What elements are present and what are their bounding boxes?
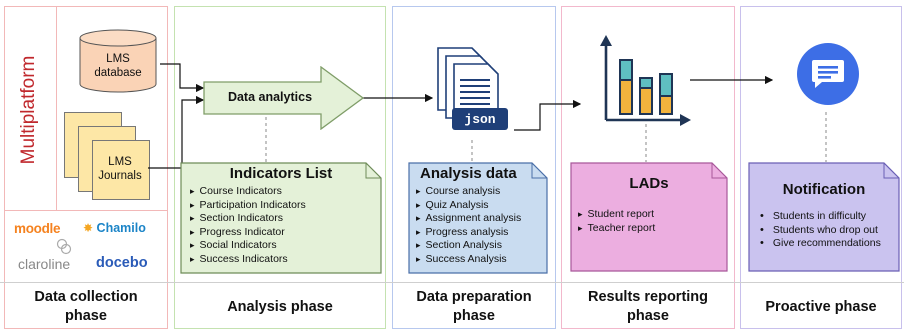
list-item: Progress analysis [416,226,544,240]
claroline-logo: claroline [18,256,71,272]
list-item: Course Indicators [190,185,376,199]
lads: LADs Student report Teacher report [574,175,724,235]
lms-journals-label: LMS Journals [98,156,142,182]
list-item: Course analysis [416,185,544,199]
data-preparation-column [392,6,556,329]
phase-divider [0,282,904,283]
analysis-data-title: Analysis data [420,165,517,182]
lms-database-label: LMS database [94,53,142,79]
moodle-logo-text: moodle [14,221,61,236]
phase-label-analysis: Analysis phase [227,299,333,315]
notification: Notification Students in difficulty Stud… [752,181,896,251]
json-label: json [464,112,496,127]
list-item: Student report [578,208,724,222]
proactive-column [740,6,902,329]
list-item: Quiz Analysis [416,199,544,213]
list-item: Progress Indicator [190,226,376,240]
multiplatform-divider [56,6,57,210]
logos-divider [4,210,168,211]
chamilo-logo: ✸ Chamilo [83,221,146,235]
phase-label-proactive: Proactive phase [765,299,877,315]
list-item: Give recommendations [760,237,896,251]
list-item: Participation Indicators [190,199,376,213]
claroline-ribbon-icon [56,238,72,255]
chamilo-logo-text: Chamilo [96,221,146,235]
analysis-data: Analysis data Course analysis Quiz Analy… [412,165,544,266]
list-item: Students who drop out [760,224,896,238]
journal-page-front [92,140,150,200]
data-analytics-label: Data analytics [227,90,313,104]
json-files-icon [437,47,508,130]
docebo-logo: docebo [96,255,148,271]
moodle-logo: moodle [14,221,61,236]
phase-label-results-reporting: Results reporting phase [587,289,709,324]
phase-label-data-preparation: Data preparation phase [416,289,532,324]
indicators-list-title: Indicators List [229,165,333,182]
notification-chat-icon [797,43,859,105]
lads-title: LADs [629,175,669,192]
list-item: Section Indicators [190,212,376,226]
results-reporting-column [561,6,735,329]
list-item: Section Analysis [416,239,544,253]
chamilo-star-icon: ✸ [83,221,94,235]
list-item: Success Indicators [190,253,376,267]
list-item: Success Analysis [416,253,544,267]
notification-title: Notification [782,181,866,198]
list-item: Students in difficulty [760,210,896,224]
data-analytics-arrow-icon [203,66,365,130]
analysis-data-items: Course analysis Quiz Analysis Assignment… [412,185,544,266]
notification-items: Students in difficulty Students who drop… [752,210,896,251]
list-item: Teacher report [578,222,724,236]
list-item: Social Indicators [190,239,376,253]
phase-label-data-collection: Data collection phase [34,289,138,324]
indicators-items: Course Indicators Participation Indicato… [186,185,376,266]
lads-items: Student report Teacher report [574,208,724,235]
list-item: Assignment analysis [416,212,544,226]
bar-chart-icon [600,35,691,126]
lms-database-icon [79,29,157,93]
indicators-list: Indicators List Course Indicators Partic… [186,165,376,266]
